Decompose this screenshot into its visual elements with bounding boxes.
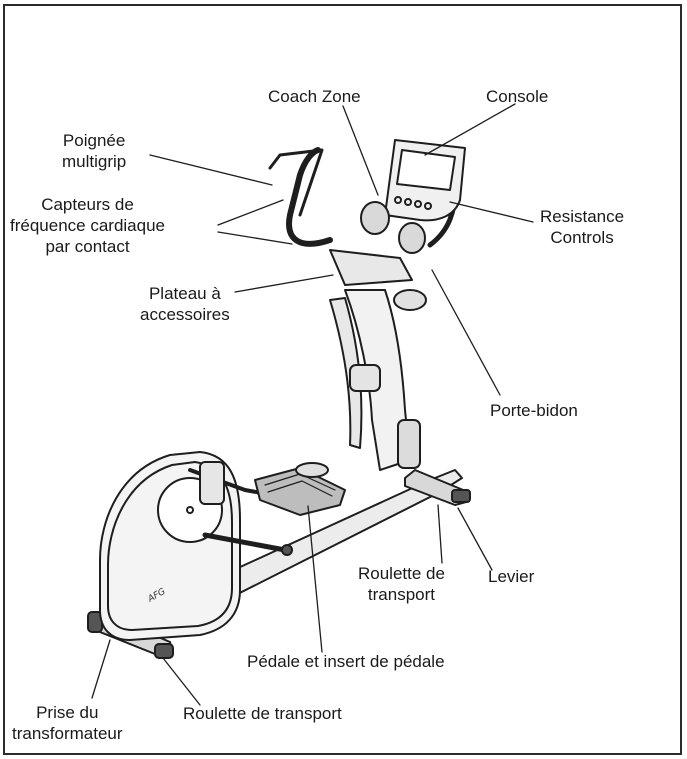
label-power: Prise du transformateur: [12, 702, 123, 744]
left-handle-arm: [286, 147, 333, 247]
label-sensors-line1: Capteurs de: [41, 195, 134, 214]
bottle-holder: [393, 289, 427, 311]
rear-wheel-right: [154, 643, 174, 659]
label-tray-line1: Plateau à: [148, 284, 221, 303]
front-wheel: [451, 489, 471, 503]
label-sensors-line2: fréquence cardiaque: [10, 216, 166, 235]
label-sensors: Capteurs de fréquence cardiaque par cont…: [10, 194, 165, 257]
accessory-tray: [329, 249, 413, 286]
label-resistance: Resistance Controls: [540, 206, 624, 248]
coach-zone-grip: [360, 201, 390, 235]
label-wheel-front-line2: transport: [367, 585, 436, 604]
label-resistance-line1: Resistance: [540, 207, 625, 226]
label-wheel-front-line1: Roulette de: [358, 564, 445, 583]
label-bottle: Porte-bidon: [490, 401, 578, 420]
label-pedal: Pédale et insert de pédale: [247, 652, 445, 671]
label-coach-zone: Coach Zone: [268, 87, 361, 106]
label-console: Console: [486, 87, 549, 106]
label-lever: Levier: [488, 567, 535, 586]
label-wheel-front: Roulette de transport: [358, 563, 445, 605]
label-resistance-line2: Controls: [550, 228, 614, 247]
crank-arm: [202, 532, 288, 553]
label-tray: Plateau à accessoires: [140, 283, 230, 325]
diagram-frame: [3, 4, 682, 755]
label-grip: Poignée multigrip: [62, 130, 126, 172]
label-power-line2: transformateur: [12, 724, 123, 743]
label-grip-line1: Poignée: [62, 131, 126, 150]
label-power-line1: Prise du: [36, 703, 99, 722]
label-grip-line2: multigrip: [62, 152, 127, 171]
label-wheel-rear: Roulette de transport: [183, 704, 342, 723]
label-sensors-line3: par contact: [45, 237, 130, 256]
label-tray-line2: accessoires: [140, 305, 230, 324]
